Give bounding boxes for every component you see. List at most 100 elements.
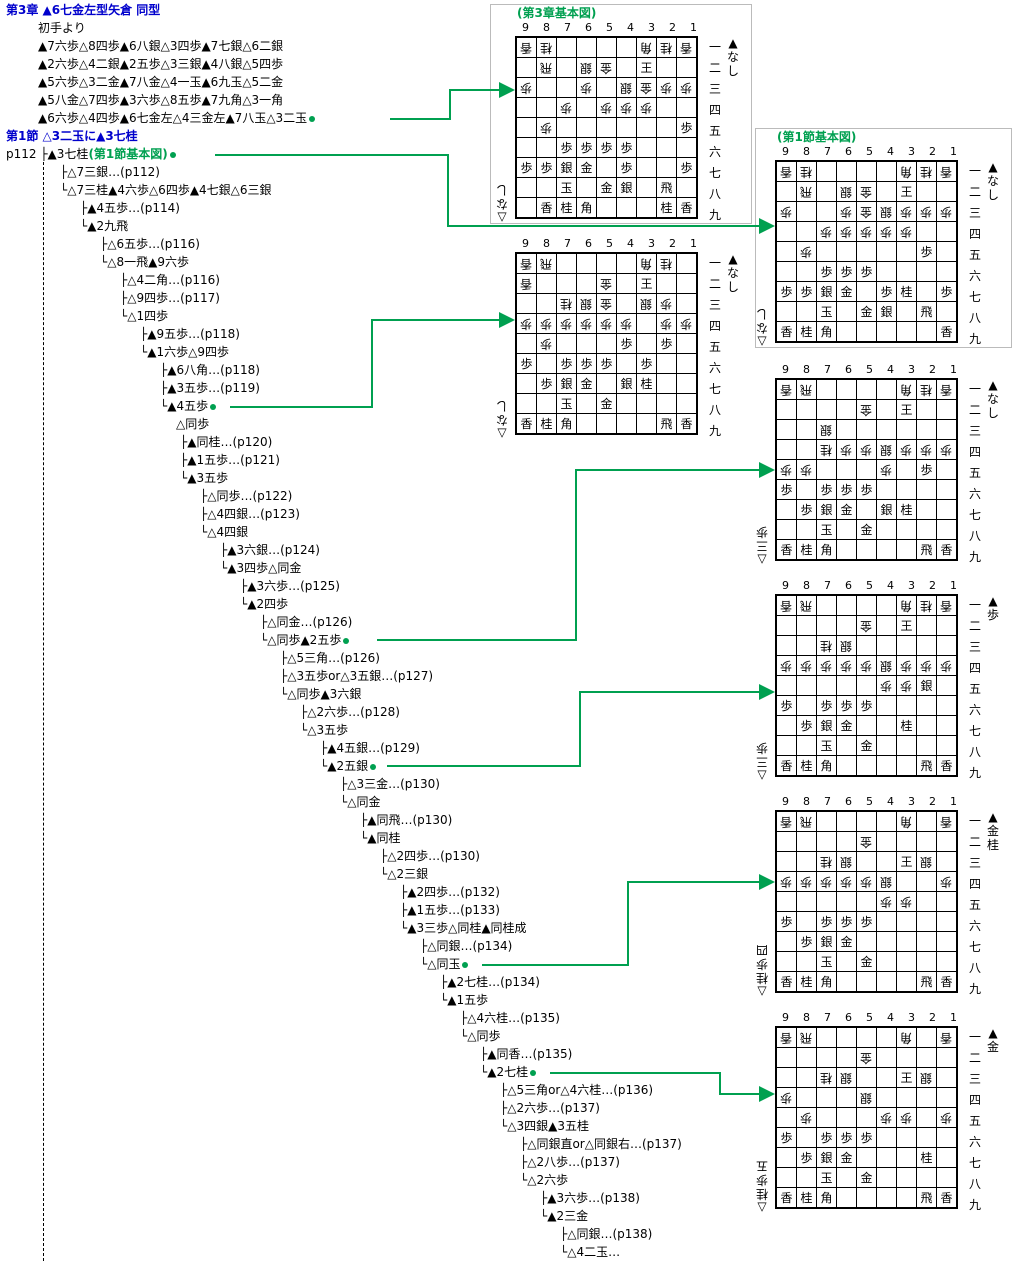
- board-square: 歩: [576, 313, 597, 334]
- board-square: [936, 831, 958, 852]
- shogi-piece: 歩: [900, 1110, 913, 1125]
- board-square: [796, 399, 817, 420]
- move-line: 初手より: [38, 20, 86, 36]
- move-line: ├△3三金…(p130): [340, 776, 440, 792]
- board-square: [656, 273, 677, 294]
- board-square: [936, 419, 958, 440]
- shogi-piece: 飛: [920, 1190, 933, 1205]
- shogi-piece: 歩: [780, 204, 793, 219]
- move-text: ├△7三銀…(p112): [60, 165, 160, 179]
- board-square: 歩: [775, 201, 797, 222]
- board-square: [916, 810, 937, 832]
- board-square: [856, 1067, 877, 1088]
- move-text: p112 ├▲3七桂: [6, 147, 89, 161]
- move-line: ├△5三角or△4六桂…(p136): [500, 1082, 653, 1098]
- shogi-piece: 飛: [800, 598, 813, 613]
- move-line: 第3章 ▲6七金左型矢倉 同型: [6, 2, 160, 18]
- board-square: [775, 439, 797, 460]
- board-square: [876, 951, 897, 972]
- board-square: [816, 1087, 837, 1108]
- move-line: └△3四銀▲3五桂: [500, 1118, 589, 1134]
- board-square: [916, 615, 937, 636]
- shogi-piece: 王: [640, 60, 653, 75]
- shogi-piece: 歩: [620, 160, 633, 175]
- board-square: [656, 353, 677, 374]
- move-text: └▲3三歩△同桂▲同桂成: [400, 921, 527, 935]
- board-square: [836, 615, 857, 636]
- board-square: 桂: [916, 378, 937, 400]
- sente-hand: ▲金桂: [986, 810, 999, 852]
- board-square: 香: [775, 321, 797, 343]
- shogi-piece: 王: [900, 402, 913, 417]
- board-square: [775, 221, 797, 242]
- move-text: ├△同銀直or△同銀右…(p137): [520, 1137, 682, 1151]
- board-square: [936, 931, 958, 952]
- board-square: [816, 459, 837, 480]
- shogi-piece: 角: [820, 542, 833, 557]
- move-line: └△同玉: [420, 956, 469, 972]
- board-square: 金: [576, 157, 597, 178]
- board-square: 王: [896, 399, 917, 420]
- link-dot-icon: [210, 403, 217, 410]
- board-square: 歩: [816, 261, 837, 282]
- shogi-piece: 歩: [820, 874, 833, 889]
- board-square: [916, 831, 937, 852]
- move-text: ▲5八金△7四歩▲3六歩△8五歩▲7九角△3一角: [38, 93, 284, 107]
- board-square: [936, 479, 958, 500]
- board-square: [576, 333, 597, 354]
- board-square: 歩: [616, 157, 637, 178]
- move-text: ├△2六歩…(p137): [500, 1101, 600, 1115]
- move-line: └▲1五歩: [440, 992, 488, 1008]
- shogi-piece: 桂: [800, 542, 813, 557]
- board-square: [936, 1127, 958, 1148]
- move-text: └△同金: [340, 795, 381, 809]
- board-square: 歩: [836, 871, 857, 892]
- shogi-piece: 銀: [620, 376, 633, 391]
- board-square: [576, 393, 597, 414]
- board-square: 桂: [796, 321, 817, 343]
- board-square: 歩: [856, 479, 877, 500]
- board-square: [836, 241, 857, 262]
- shogi-piece: 桂: [820, 442, 833, 457]
- shogi-piece: 桂: [800, 324, 813, 339]
- move-text: 初手より: [38, 21, 86, 35]
- move-line: └▲3三歩△同桂▲同桂成: [400, 920, 527, 936]
- move-text: ├▲3六歩…(p125): [240, 579, 340, 593]
- board-square: [836, 891, 857, 912]
- board-square: 歩: [876, 459, 897, 480]
- board-square: 歩: [916, 459, 937, 480]
- board-square: [916, 221, 937, 242]
- board-square: [896, 871, 917, 892]
- move-line: └▲4五歩: [160, 398, 217, 414]
- board-square: [515, 197, 537, 219]
- move-text: ├△6五歩…(p116): [100, 237, 200, 251]
- board-square: 飛: [916, 301, 937, 322]
- board-square: 桂: [816, 635, 837, 656]
- move-line: ├△同歩…(p122): [200, 488, 292, 504]
- shogi-piece: 歩: [780, 658, 793, 673]
- board-square: [796, 1127, 817, 1148]
- move-line: ├▲2七桂…(p134): [440, 974, 540, 990]
- board-square: 香: [936, 594, 958, 616]
- board-square: [556, 57, 577, 78]
- move-text: ├▲2四歩…(p132): [400, 885, 500, 899]
- board-square: 桂: [656, 197, 677, 219]
- board-square: [916, 281, 937, 302]
- board-square: [876, 419, 897, 440]
- board-square: [876, 539, 897, 561]
- board-square: 金: [856, 1167, 877, 1188]
- board-square: [596, 36, 617, 58]
- board-square: [856, 810, 877, 832]
- board-square: [896, 735, 917, 756]
- move-line: └▲2九飛: [80, 218, 128, 234]
- board-square: [616, 413, 637, 435]
- board-square: [856, 241, 877, 262]
- shogi-piece: 香: [780, 758, 793, 773]
- board-square: 歩: [916, 655, 937, 676]
- shogi-piece: 銀: [880, 658, 893, 673]
- board-square: [916, 1047, 937, 1068]
- shogi-piece: 歩: [840, 698, 853, 713]
- shogi-piece: 歩: [840, 1130, 853, 1145]
